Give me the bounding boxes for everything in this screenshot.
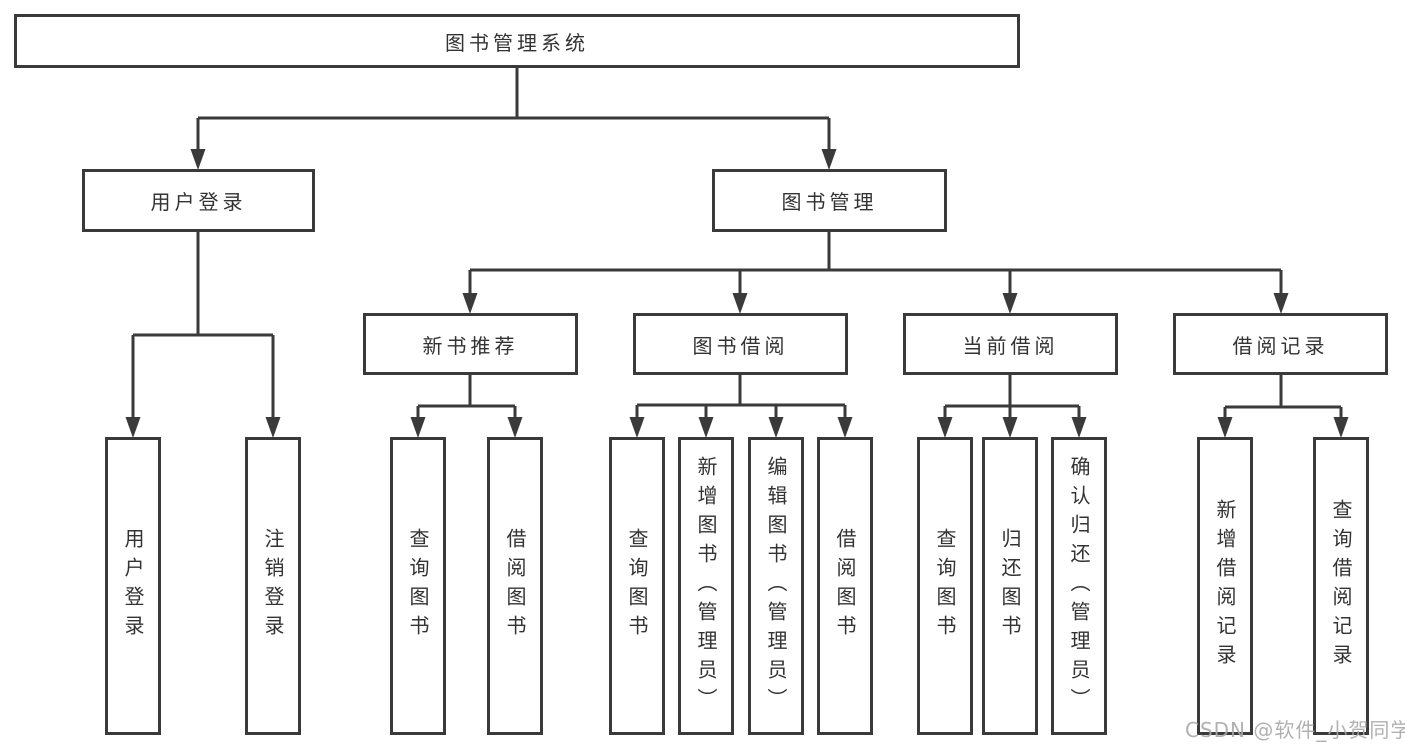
node-label: 归还图书 [998,528,1022,644]
arrow-icon [698,417,714,438]
node-label: 用户登录 [121,528,145,644]
node-book-borrow: 图书借阅 [633,313,848,375]
connector-newbooks-to-leaves [416,375,517,420]
node-label: 新书推荐 [422,333,519,358]
node-label: 图书借阅 [692,333,789,358]
leaf-query-books-curborrow: 查询图书 [917,437,973,735]
arrow-icon [1002,293,1018,314]
leaf-query-borrow-record: 查询借阅记录 [1313,437,1369,735]
leaf-query-books-newbooks: 查询图书 [390,437,446,735]
node-label: 用户登录 [150,190,247,214]
arrow-icon [190,149,206,170]
node-label: 借阅图书 [503,528,527,644]
connector-records-to-leaves [1223,375,1343,420]
node-label: 查询图书 [625,528,649,644]
node-root-system: 图书管理系统 [14,14,1020,68]
arrow-icon [937,417,953,438]
leaf-return-books: 归还图书 [982,437,1038,735]
arrow-icon [265,417,281,438]
connector-root-to-level2 [196,68,831,152]
connector-curborrow-to-leaves [943,375,1081,420]
node-label: 查询借阅记录 [1329,499,1353,673]
leaf-borrow-books-newbooks: 借阅图书 [487,437,543,735]
leaf-add-books-admin: 新增图书（管理员） [678,437,734,735]
arrow-icon [507,417,523,438]
connector-bookmgmt-to-level3 [468,232,1283,296]
node-label: 新增借阅记录 [1213,499,1237,673]
node-user-login: 用户登录 [82,169,315,232]
node-label: 编辑图书（管理员） [764,455,788,717]
node-label: 查询图书 [933,528,957,644]
arrowheads [125,149,1349,438]
node-label: 图书管理系统 [445,30,589,55]
node-label: 当前借阅 [962,333,1059,358]
connector-userlogin-to-leaves [131,232,275,420]
leaf-confirm-return-admin: 确认归还（管理员） [1051,437,1107,735]
arrow-icon [732,293,748,314]
arrow-icon [768,417,784,438]
arrow-icon [1273,293,1289,314]
connector-bookborrow-to-leaves [635,375,847,420]
node-current-borrow: 当前借阅 [903,313,1118,375]
leaf-edit-books-admin: 编辑图书（管理员） [748,437,804,735]
node-label: 确认归还（管理员） [1067,455,1091,717]
node-new-book-recommend: 新书推荐 [363,313,578,375]
arrow-icon [1217,417,1233,438]
leaf-logout: 注销登录 [245,437,301,735]
arrow-icon [1002,417,1018,438]
connector-lines [131,68,1343,420]
node-label: 新增图书（管理员） [694,455,718,717]
arrow-icon [629,417,645,438]
arrow-icon [821,149,837,170]
node-book-management: 图书管理 [712,169,947,232]
arrow-icon [410,417,426,438]
leaf-user-login: 用户登录 [105,437,161,735]
arrow-icon [1071,417,1087,438]
arrow-icon [462,293,478,314]
node-label: 注销登录 [261,528,285,644]
leaf-query-books-bookborrow: 查询图书 [609,437,665,735]
node-label: 借阅图书 [833,528,857,644]
node-borrow-records: 借阅记录 [1173,313,1388,375]
node-label: 图书管理 [781,190,878,214]
arrow-icon [837,417,853,438]
leaf-borrow-books-bookborrow: 借阅图书 [817,437,873,735]
node-label: 查询图书 [406,528,430,644]
arrow-icon [1333,417,1349,438]
node-label: 借阅记录 [1232,333,1329,358]
arrow-icon [125,417,141,438]
leaf-add-borrow-record: 新增借阅记录 [1197,437,1253,735]
csdn-watermark: CSDN @软件_小贺同学 [1185,718,1405,742]
